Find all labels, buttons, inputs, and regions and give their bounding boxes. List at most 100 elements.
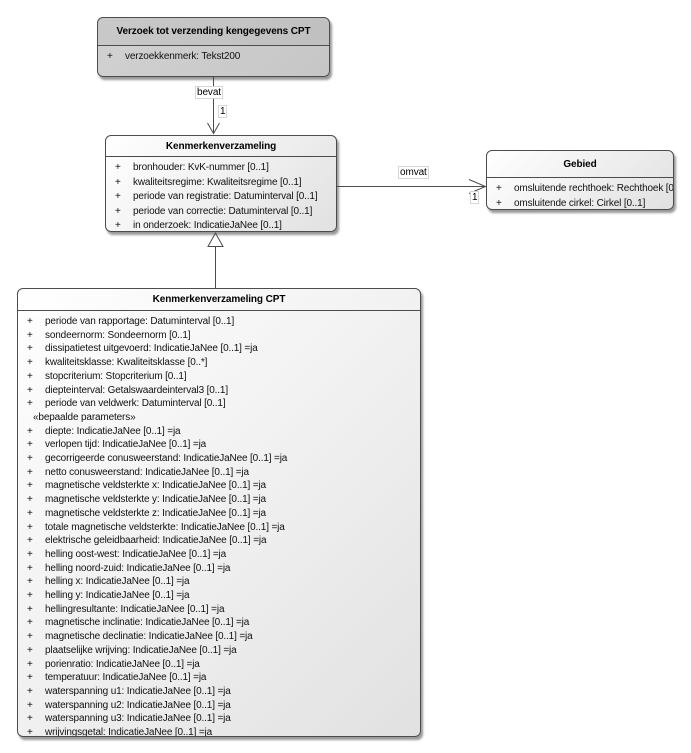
visibility-marker: + bbox=[27, 370, 33, 382]
visibility-marker: + bbox=[115, 162, 121, 173]
attribute-row: + periode van veldwerk: Datuminterval [0.… bbox=[27, 397, 416, 411]
attribute-row: + helling y: IndicatieJaNee [0..1] =ja bbox=[27, 589, 416, 603]
attribute-text: waterspanning u1: IndicatieJaNee [0..1] … bbox=[45, 685, 231, 697]
attribute-text: wrijvingsgetal: IndicatieJaNee [0..1] =j… bbox=[45, 727, 212, 737]
attribute-text: totale magnetische veldsterkte: Indicati… bbox=[45, 521, 285, 533]
attribute-text: verlopen tijd: IndicatieJaNee [0..1] =ja bbox=[45, 439, 207, 451]
generalization-arrow bbox=[207, 231, 224, 288]
visibility-marker: + bbox=[27, 398, 33, 410]
attribute-row: + verzoekkenmerk: Tekst200 bbox=[107, 50, 325, 64]
attribute-text: bronhouder: KvK-nummer [0..1] bbox=[133, 162, 269, 173]
visibility-marker: + bbox=[27, 384, 33, 396]
visibility-marker: + bbox=[27, 507, 33, 519]
attribute-row: +hellingresultante: IndicatieJaNee [0..1… bbox=[27, 603, 416, 617]
attribute-compartment: + verzoekkenmerk: Tekst200 bbox=[98, 46, 329, 64]
attribute-row: + stopcriterium: Stopcriterium [0..1] bbox=[27, 370, 416, 384]
attribute-text: periode van veldwerk: Datuminterval [0..… bbox=[45, 398, 226, 410]
attribute-text: helling y: IndicatieJaNee [0..1] =ja bbox=[45, 590, 190, 602]
association-omvat bbox=[337, 179, 487, 194]
attribute-text: magnetische declinatie: IndicatieJaNee [… bbox=[45, 631, 253, 643]
visibility-marker: + bbox=[115, 176, 121, 188]
association-label-bevat: bevat bbox=[195, 86, 223, 99]
attribute-text: omsluitende cirkel: Cirkel [0..1] bbox=[514, 197, 646, 209]
attribute-text: waterspanning u2: IndicatieJaNee [0..1] … bbox=[45, 699, 231, 711]
class-kenmerkenverzameling[interactable]: Kenmerkenverzameling + bronhouder: KvK-nu… bbox=[105, 135, 337, 232]
attribute-compartment: + bronhouder: KvK-nummer [0..1] + kwaliteit… bbox=[106, 157, 336, 232]
attribute-row: +diepte: IndicatieJaNee [0..1] =ja bbox=[27, 425, 416, 439]
attribute-text: dissipatietest uitgevoerd: IndicatieJaNe… bbox=[45, 343, 258, 355]
attribute-row: +gecorrigeerde conusweerstand: Indicatie… bbox=[27, 452, 416, 466]
attribute-row: + waterspanning u2: IndicatieJaNee [0..1]… bbox=[27, 699, 416, 713]
attribute-text: helling noord-zuid: IndicatieJaNee [0..1… bbox=[45, 562, 231, 574]
attribute-text: periode van rapportage: Datuminterval [0… bbox=[45, 316, 235, 327]
attribute-row: +magnetische veldsterkte z: IndicatieJaN… bbox=[27, 507, 416, 521]
open-arrowhead-down-icon bbox=[207, 122, 220, 135]
attribute-text: omsluitende rechthoek: Rechthoek [0..1] bbox=[514, 183, 674, 194]
visibility-marker: + bbox=[27, 576, 33, 588]
attribute-row: + helling noord-zuid: IndicatieJaNee [0..… bbox=[27, 562, 416, 576]
attribute-row: +diepteinterval: Getalswaardeinterval3 [… bbox=[27, 384, 416, 398]
visibility-marker: + bbox=[27, 466, 33, 478]
attribute-row: +omsluitende rechthoek: Rechthoek [0..1] bbox=[496, 182, 673, 197]
attribute-text: elektrische geleidbaarheid: IndicatieJaN… bbox=[45, 535, 267, 547]
visibility-marker: + bbox=[27, 590, 33, 602]
attribute-row: + totale magnetische veldsterkte: Indicat… bbox=[27, 521, 416, 535]
attribute-text: porienratio: IndicatieJaNee [0..1] =ja bbox=[45, 658, 200, 670]
attribute-compartment: + periode van rapportage: Datuminterval [… bbox=[18, 311, 420, 737]
attribute-text: in onderzoek: IndicatieJaNee [0..1] bbox=[133, 220, 282, 232]
attribute-text: helling x: IndicatieJaNee [0..1] =ja bbox=[45, 576, 190, 588]
class-title: Kenmerkenverzameling bbox=[106, 136, 336, 157]
attribute-row: + in onderzoek: IndicatieJaNee [0..1] bbox=[115, 219, 332, 232]
attribute-row: + netto conusweerstand: IndicatieJaNee [0… bbox=[27, 466, 416, 480]
attribute-text: periode van registratie: Datuminterval [… bbox=[133, 191, 318, 203]
attribute-row: + plaatselijke wrijving: IndicatieJaNee [… bbox=[27, 644, 416, 658]
multiplicity-bevat: 1 bbox=[218, 105, 228, 118]
visibility-marker: + bbox=[107, 51, 113, 62]
visibility-marker: + bbox=[27, 343, 33, 355]
attribute-row: +magnetische veldsterkte y: IndicatieJaN… bbox=[27, 493, 416, 507]
visibility-marker: + bbox=[27, 699, 33, 711]
attribute-row: + periode van registratie: Datuminterval … bbox=[115, 190, 332, 205]
attribute-text: hellingresultante: IndicatieJaNee [0..1]… bbox=[45, 603, 225, 615]
stereotype-row: «bepaalde parameters» bbox=[33, 411, 136, 423]
visibility-marker: + bbox=[115, 191, 121, 203]
class-gebied[interactable]: Gebied +omsluitende rechthoek: Rechthoek… bbox=[486, 150, 674, 210]
attribute-row: +wrijvingsgetal: IndicatieJaNee [0..1] =… bbox=[27, 726, 416, 737]
association-label-omvat: omvat bbox=[398, 166, 429, 179]
visibility-marker: + bbox=[27, 685, 33, 697]
attribute-row: +omsluitende cirkel: Cirkel [0..1] bbox=[496, 197, 669, 210]
visibility-marker: + bbox=[27, 562, 33, 574]
visibility-marker: + bbox=[115, 205, 121, 217]
visibility-marker: + bbox=[27, 535, 33, 547]
visibility-marker: + bbox=[27, 644, 33, 656]
attribute-text: stopcriterium: Stopcriterium [0..1] bbox=[45, 370, 187, 382]
attribute-row: +magnetische declinatie: IndicatieJaNee … bbox=[27, 630, 416, 644]
attribute-text: periode van correctie: Datuminterval [0.… bbox=[133, 205, 313, 217]
attribute-row: + dissipatietest uitgevoerd: IndicatieJaN… bbox=[27, 342, 416, 356]
visibility-marker: + bbox=[115, 220, 121, 232]
visibility-marker: + bbox=[27, 713, 33, 725]
hollow-triangle-icon bbox=[207, 231, 224, 247]
attribute-row: +helling oost-west: IndicatieJaNee [0..1… bbox=[27, 548, 416, 562]
attribute-text: waterspanning u3: IndicatieJaNee [0..1] … bbox=[45, 713, 231, 725]
visibility-marker: + bbox=[27, 453, 33, 465]
attribute-text: magnetische veldsterkte x: IndicatieJaNe… bbox=[45, 480, 266, 492]
attribute-text: verzoekkenmerk: Tekst200 bbox=[125, 51, 241, 62]
visibility-marker: + bbox=[27, 357, 33, 369]
visibility-marker: + bbox=[27, 521, 33, 533]
attribute-text: netto conusweerstand: IndicatieJaNee [0.… bbox=[45, 466, 249, 478]
attribute-row: + bronhouder: KvK-nummer [0..1] bbox=[115, 161, 332, 176]
visibility-marker: + bbox=[27, 658, 33, 670]
attribute-text: temperatuur: IndicatieJaNee [0..1] =ja bbox=[45, 672, 207, 684]
visibility-marker: + bbox=[27, 480, 33, 492]
attribute-text: plaatselijke wrijving: IndicatieJaNee [0… bbox=[45, 644, 237, 656]
attribute-row: + periode van correctie: Datuminterval [0… bbox=[115, 205, 332, 220]
class-verzoek-tot-verzending-kengegevens-cpt[interactable]: Verzoek tot verzending kengegevens CPT +… bbox=[97, 17, 330, 77]
attribute-row: +magnetische inclinatie: IndicatieJaNee … bbox=[27, 616, 416, 630]
attribute-row: + waterspanning u3: IndicatieJaNee [0..1]… bbox=[27, 712, 416, 726]
class-kenmerkenverzameling-cpt[interactable]: Kenmerkenverzameling CPT +periode van ra… bbox=[17, 288, 421, 737]
attribute-row: +periode van rapportage: Datuminterval [… bbox=[27, 315, 416, 329]
attribute-text: magnetische veldsterkte y: IndicatieJaNe… bbox=[45, 494, 266, 506]
attribute-text: kwaliteitsregime: Kwaliteitsregime [0..1… bbox=[133, 176, 302, 188]
